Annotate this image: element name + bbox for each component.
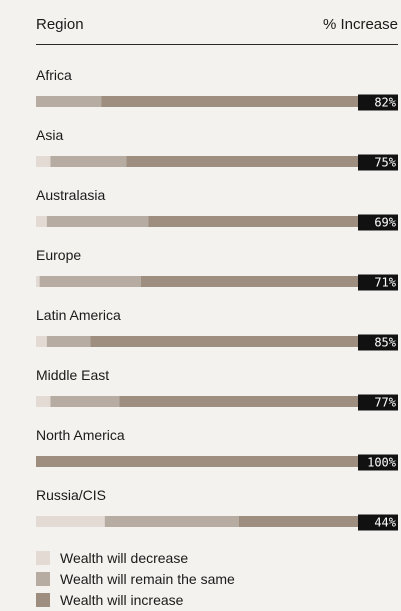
value-box-asia bbox=[358, 154, 398, 171]
legend-swatch-increase bbox=[36, 593, 50, 607]
bar-segment-latin-america-wealth-will-remain-the-same bbox=[46, 336, 91, 347]
value-box-latin-america bbox=[358, 334, 398, 351]
legend-item-decrease: Wealth will decrease bbox=[36, 548, 366, 568]
bar-segment-north-america-wealth-will-increase bbox=[36, 456, 398, 467]
value-box-australasia bbox=[358, 214, 398, 231]
legend-swatch-decrease bbox=[36, 551, 50, 565]
bar-segment-europe-wealth-will-decrease bbox=[36, 276, 40, 287]
legend-label-increase: Wealth will increase bbox=[60, 592, 184, 608]
value-label-middle-east: 77% bbox=[374, 396, 396, 410]
bar-segment-africa-wealth-will-remain-the-same bbox=[36, 96, 102, 107]
bar-segment-australasia-wealth-will-remain-the-same bbox=[46, 216, 149, 227]
region-label-latin-america: Latin America bbox=[36, 307, 121, 323]
legend-swatch-same bbox=[36, 572, 50, 586]
value-label-russia-cis: 44% bbox=[374, 516, 396, 530]
bar-segment-australasia-wealth-will-decrease bbox=[36, 216, 47, 227]
table-header: Region % Increase bbox=[36, 14, 398, 45]
bar-segment-latin-america-wealth-will-increase bbox=[90, 336, 399, 347]
value-label-australasia: 69% bbox=[374, 216, 396, 230]
bar-segment-europe-wealth-will-increase bbox=[140, 276, 399, 287]
bar-segment-middle-east-wealth-will-decrease bbox=[36, 396, 51, 407]
region-label-africa: Africa bbox=[36, 67, 72, 83]
legend-item-same: Wealth will remain the same bbox=[36, 569, 366, 589]
bar-segment-russia-cis-wealth-will-decrease bbox=[36, 516, 105, 527]
legend-label-same: Wealth will remain the same bbox=[60, 571, 235, 587]
bar-segment-latin-america-wealth-will-decrease bbox=[36, 336, 47, 347]
bar-segment-australasia-wealth-will-increase bbox=[148, 216, 398, 227]
value-box-europe bbox=[358, 274, 398, 291]
bar-segment-asia-wealth-will-remain-the-same bbox=[50, 156, 127, 167]
value-label-asia: 75% bbox=[374, 156, 396, 170]
region-label-europe: Europe bbox=[36, 247, 81, 263]
bar-segment-middle-east-wealth-will-remain-the-same bbox=[50, 396, 120, 407]
value-label-europe: 71% bbox=[374, 276, 396, 290]
bar-segment-russia-cis-wealth-will-remain-the-same bbox=[104, 516, 239, 527]
region-label-australasia: Australasia bbox=[36, 187, 105, 203]
increase-column-header: % Increase bbox=[322, 16, 398, 33]
region-label-russia-cis: Russia/CIS bbox=[36, 487, 106, 503]
value-box-russia-cis bbox=[358, 514, 398, 531]
legend-item-increase: Wealth will increase bbox=[36, 590, 366, 610]
stacked-bar-chart: Africa 82% Asia 75% Australasia 69% Europe 71% L… bbox=[36, 67, 399, 531]
legend: Wealth will decrease Wealth will remain … bbox=[36, 548, 366, 611]
value-label-north-america: 100% bbox=[367, 456, 397, 470]
bar-segment-asia-wealth-will-decrease bbox=[36, 156, 51, 167]
bar-segment-europe-wealth-will-remain-the-same bbox=[39, 276, 141, 287]
region-label-middle-east: Middle East bbox=[36, 367, 109, 383]
region-column-header: Region bbox=[36, 16, 84, 33]
bar-segment-asia-wealth-will-increase bbox=[126, 156, 398, 167]
legend-label-decrease: Wealth will decrease bbox=[60, 550, 189, 566]
region-label-north-america: North America bbox=[36, 427, 125, 443]
bar-segment-russia-cis-wealth-will-increase bbox=[238, 516, 398, 527]
value-label-africa: 82% bbox=[374, 96, 396, 110]
value-box-africa bbox=[358, 94, 398, 111]
value-box-north-america bbox=[358, 454, 398, 471]
bar-segment-middle-east-wealth-will-increase bbox=[119, 396, 398, 407]
bar-segment-africa-wealth-will-increase bbox=[101, 96, 398, 107]
value-label-latin-america: 85% bbox=[374, 336, 396, 350]
region-label-asia: Asia bbox=[36, 127, 63, 143]
value-box-middle-east bbox=[358, 394, 398, 411]
